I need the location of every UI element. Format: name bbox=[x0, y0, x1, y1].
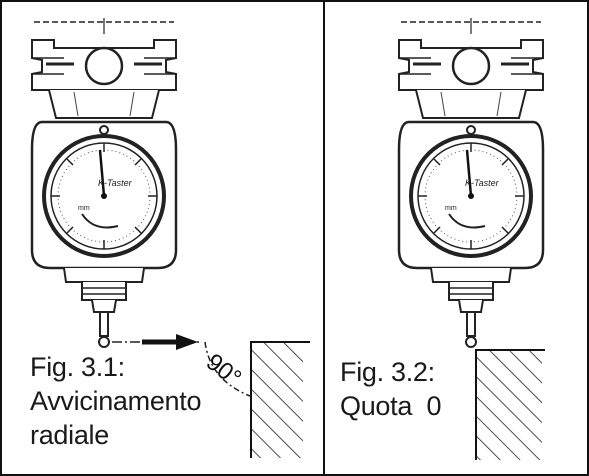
figure-label: Fig. 3.2: bbox=[340, 357, 435, 387]
dial-brand-label: K-Taster bbox=[465, 178, 500, 188]
caption-line: Avvicinamento bbox=[30, 386, 202, 416]
workpiece-1 bbox=[250, 341, 310, 458]
workpiece-2 bbox=[475, 349, 545, 460]
caption-line: radiale bbox=[30, 420, 109, 450]
dial-brand-label: K-Taster bbox=[98, 178, 133, 188]
angle-arc bbox=[204, 341, 251, 397]
probe-illustration-1: K-Taster bbox=[30, 16, 178, 349]
caption-fig-3-1: Fig. 3.1: Avvicinamento radiale bbox=[30, 350, 202, 452]
probe-illustration-2: K-Taster bbox=[397, 16, 545, 349]
panel-fig-3-2: K-Taster bbox=[397, 16, 545, 460]
caption-line: Quota 0 bbox=[340, 391, 442, 421]
caption-fig-3-2: Fig. 3.2: Quota 0 bbox=[340, 355, 441, 423]
panel-fig-3-1: K-Taster 90° bbox=[30, 16, 310, 458]
approach-arrow bbox=[142, 334, 198, 350]
figure-label: Fig. 3.1: bbox=[30, 352, 125, 382]
angle-label: 90° bbox=[201, 348, 246, 392]
